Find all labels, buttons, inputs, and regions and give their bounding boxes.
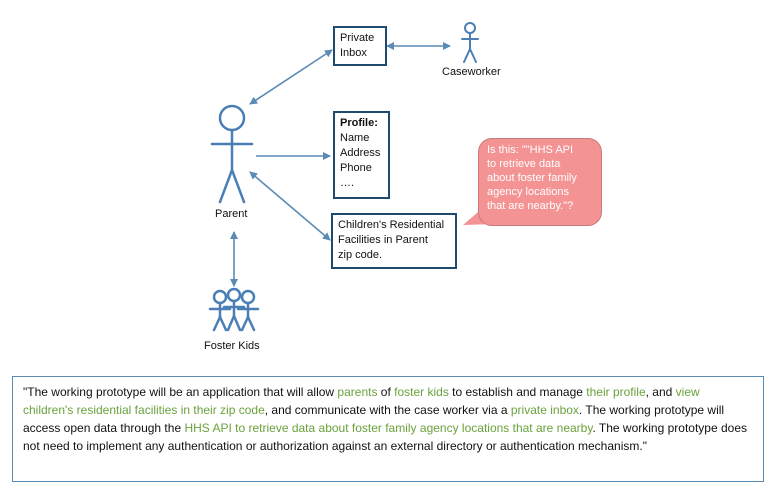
quote-text: . The working prototype will access open… — [23, 403, 725, 435]
private-inbox-line: Private — [340, 32, 375, 44]
quote-text: . The working prototype does not need to… — [23, 421, 747, 453]
quote-text: "The working prototype will be an applic… — [23, 385, 338, 399]
quote-text: , and — [645, 385, 676, 399]
highlight-private-inbox: private inbox — [510, 403, 579, 417]
profile-field: Phone — [340, 162, 372, 174]
facilities-line: zip code. — [338, 249, 383, 261]
facilities-line: Facilities in Parent — [338, 234, 428, 246]
highlight-hhs-api: HHS API to retrieve data about foster fa… — [184, 421, 593, 435]
highlight-view-facilities: view children's residential facilities i… — [23, 385, 700, 417]
profile-heading: Profile: — [340, 117, 378, 129]
facilities-box: Children's Residential Facilities in Par… — [331, 213, 457, 269]
callout-line: about foster family — [487, 172, 577, 184]
callout-line: Is this: ""HHS API — [487, 144, 574, 156]
use-case-diagram — [208, 22, 497, 332]
profile-field: Name — [340, 132, 370, 144]
parent-actor-icon — [210, 104, 254, 204]
arrow-parent-inbox — [249, 49, 333, 105]
callout-line: that are nearby."? — [487, 200, 574, 212]
callout-line: to retrieve data — [487, 158, 561, 170]
highlight-their-profile: their profile — [586, 385, 646, 399]
foster-kids-label: Foster Kids — [204, 340, 260, 352]
highlight-parents: parents — [337, 385, 378, 399]
private-inbox-box: Private Inbox — [333, 26, 387, 66]
quote-text: to establish and manage — [448, 385, 587, 399]
arrow-parent-facilities — [249, 171, 331, 241]
callout-line: agency locations — [487, 186, 569, 198]
private-inbox-line: Inbox — [340, 47, 367, 59]
profile-field: …. — [340, 177, 355, 189]
caseworker-label: Caseworker — [442, 66, 501, 78]
requirements-quote: "The working prototype will be an applic… — [12, 376, 764, 482]
caseworker-actor-icon — [461, 22, 479, 63]
foster-kids-actor-icon — [208, 287, 260, 332]
parent-label: Parent — [215, 208, 248, 220]
profile-field: Address — [340, 147, 381, 159]
review-callout: Is this: ""HHS API to retrieve data abou… — [478, 138, 602, 226]
quote-text: , and communicate with the case worker v… — [264, 403, 511, 417]
highlight-foster-kids: foster kids — [394, 385, 449, 399]
quote-text: of — [377, 385, 395, 399]
facilities-line: Children's Residential — [338, 219, 445, 231]
profile-box: Profile: Name Address Phone …. — [333, 111, 390, 199]
